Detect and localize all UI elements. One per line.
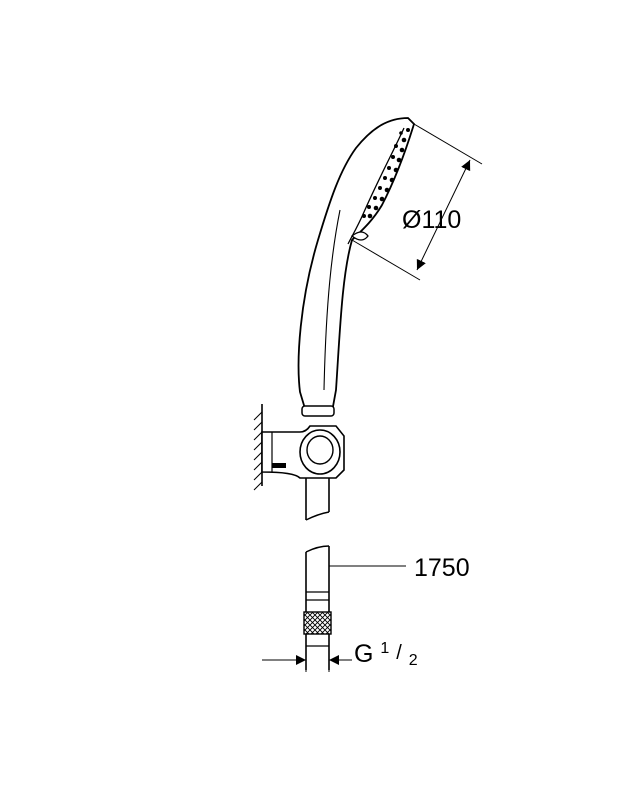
holder-logo-mark (272, 463, 286, 468)
hand-shower (297, 117, 416, 417)
hose-lower (303, 545, 332, 670)
thread-slash: / (396, 642, 402, 664)
thread-denominator: 2 (409, 652, 418, 669)
diameter-label: Ø110 (402, 206, 461, 234)
thread-dimension: G 1 / 2 (262, 631, 418, 672)
wall (253, 404, 263, 491)
spray-nozzles (362, 128, 410, 219)
thread-label: G 1 / 2 (354, 631, 418, 669)
diameter-dimension: Ø110 (351, 123, 483, 281)
length-dimension: 1750 (329, 554, 470, 582)
hose-nut (303, 611, 332, 635)
hose-length-label: 1750 (414, 554, 470, 582)
wall-holder (261, 425, 345, 479)
thread-prefix: G (354, 640, 373, 668)
thread-numerator: 1 (380, 640, 389, 657)
